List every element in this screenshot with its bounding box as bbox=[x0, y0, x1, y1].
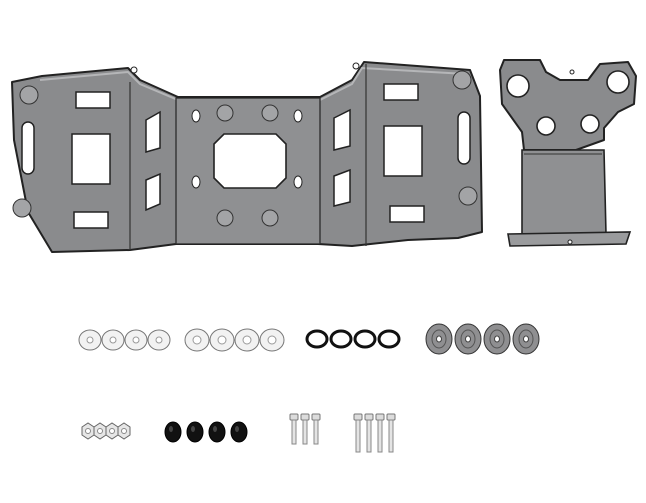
white-washer-small bbox=[147, 329, 171, 351]
black-cap-nut bbox=[186, 421, 204, 443]
black-o-ring bbox=[329, 329, 353, 349]
black-cap-nut bbox=[164, 421, 182, 443]
white-washer-large bbox=[184, 328, 210, 352]
side-bracket bbox=[499, 59, 637, 247]
hex-nut bbox=[81, 422, 95, 440]
long-bolt bbox=[386, 413, 396, 453]
white-washer-large bbox=[259, 328, 285, 352]
white-washer-small bbox=[78, 329, 102, 351]
black-cap-nut bbox=[208, 421, 226, 443]
hex-nut bbox=[117, 422, 131, 440]
black-o-ring bbox=[377, 329, 401, 349]
black-o-ring bbox=[353, 329, 377, 349]
white-washer-small bbox=[124, 329, 148, 351]
black-o-ring bbox=[305, 329, 329, 349]
grey-rubber-washer bbox=[483, 323, 511, 355]
short-bolt bbox=[300, 413, 310, 445]
long-bolt bbox=[364, 413, 374, 453]
hardware-set bbox=[78, 323, 540, 453]
black-cap-nut bbox=[230, 421, 248, 443]
grey-rubber-washer bbox=[512, 323, 540, 355]
grey-rubber-washer bbox=[425, 323, 453, 355]
short-bolt bbox=[289, 413, 299, 445]
white-washer-small bbox=[101, 329, 125, 351]
grey-rubber-washer bbox=[454, 323, 482, 355]
mounting-plate bbox=[11, 61, 483, 253]
hex-nut bbox=[105, 422, 119, 440]
white-washer-large bbox=[234, 328, 260, 352]
long-bolt bbox=[353, 413, 363, 453]
hex-nut bbox=[93, 422, 107, 440]
short-bolt bbox=[311, 413, 321, 445]
long-bolt bbox=[375, 413, 385, 453]
white-washer-large bbox=[209, 328, 235, 352]
